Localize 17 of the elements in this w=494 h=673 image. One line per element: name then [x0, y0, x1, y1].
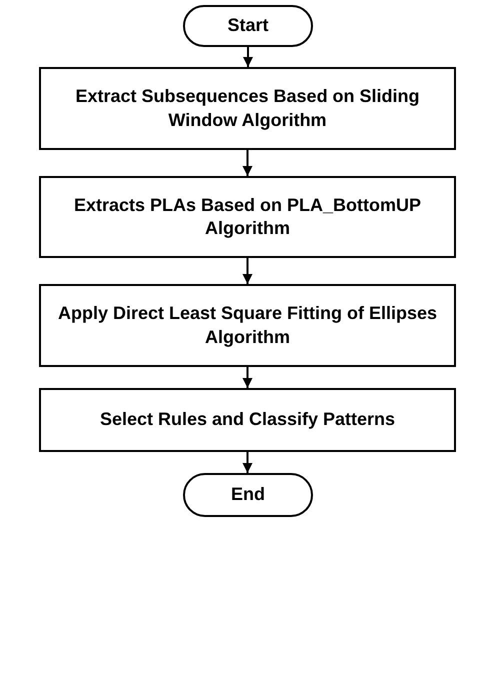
node-label: Start	[226, 14, 270, 38]
process-box	[39, 67, 456, 150]
process-box	[39, 284, 456, 367]
terminal-shape	[183, 473, 313, 517]
terminal-shape	[183, 5, 313, 47]
process-box	[39, 176, 456, 258]
arrow	[243, 47, 253, 67]
node-label: End	[230, 483, 266, 506]
node-label: Extracts PLAs Based on PLA_BottomUP Algorithm	[72, 194, 422, 240]
arrow	[242, 150, 252, 176]
arrow	[242, 258, 252, 284]
node-label: Apply Direct Least Square Fitting of Ellipses Algorithm	[56, 302, 438, 349]
arrow	[242, 452, 252, 473]
node-label: Select Rules and Classify Patterns	[98, 408, 396, 432]
arrow	[242, 367, 252, 388]
node-label: Extract Subsequences Based on Sliding Window Algorithm	[74, 85, 421, 132]
process-box	[39, 388, 456, 452]
